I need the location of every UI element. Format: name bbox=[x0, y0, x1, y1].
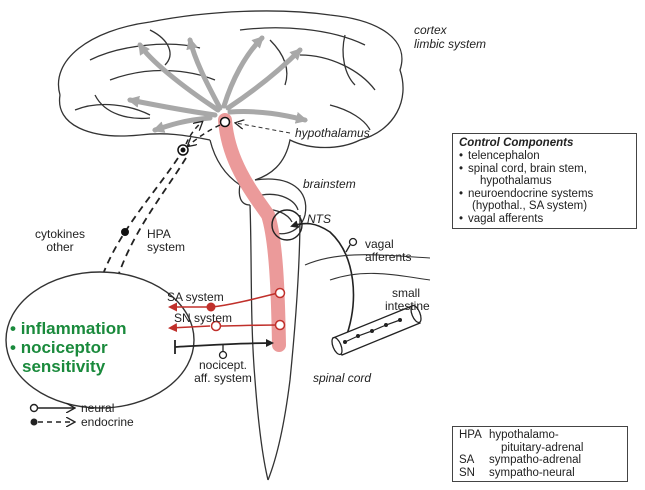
label-hpa-system: system bbox=[147, 241, 185, 254]
label-cortex: cortex bbox=[414, 24, 447, 37]
vagal-path bbox=[292, 224, 353, 340]
cortical-arrows bbox=[130, 38, 305, 130]
label-hypothalamus: hypothalamus bbox=[295, 127, 370, 140]
label-intestine: intestine bbox=[385, 300, 430, 313]
effect-nociceptor: • nociceptor bbox=[10, 338, 108, 357]
label-afferents: afferents bbox=[365, 251, 411, 264]
hpa-node bbox=[121, 228, 129, 236]
control-list: telencephalon spinal cord, brain stem,hy… bbox=[459, 150, 630, 225]
hypothalamus-node bbox=[221, 118, 230, 127]
hypothalamus-pointer bbox=[236, 123, 290, 133]
control-components-box: Control Components telencephalon spinal … bbox=[452, 133, 637, 229]
legend-symbols bbox=[31, 405, 75, 426]
legend-endocrine: endocrine bbox=[81, 416, 134, 429]
control-item: spinal cord, brain stem,hypothalamus bbox=[459, 163, 630, 188]
label-sn-system: SN system bbox=[174, 312, 232, 325]
label-nts: NTS bbox=[307, 213, 331, 226]
label-aff-system: aff. system bbox=[188, 372, 258, 385]
control-item: neuroendocrine systems(hypothal., SA sys… bbox=[459, 188, 630, 213]
control-item: telencephalon bbox=[459, 150, 630, 163]
label-sa-system: SA system bbox=[167, 291, 224, 304]
effect-inflammation: • inflammation bbox=[10, 319, 126, 338]
label-limbic-system: limbic system bbox=[414, 38, 486, 51]
effect-sensitivity: sensitivity bbox=[22, 357, 105, 376]
label-other: other bbox=[30, 241, 90, 254]
label-brainstem: brainstem bbox=[303, 178, 356, 191]
label-spinal-cord: spinal cord bbox=[313, 372, 371, 385]
control-title: Control Components bbox=[459, 137, 630, 150]
control-item: vagal afferents bbox=[459, 213, 630, 226]
legend-neural: neural bbox=[81, 402, 114, 415]
